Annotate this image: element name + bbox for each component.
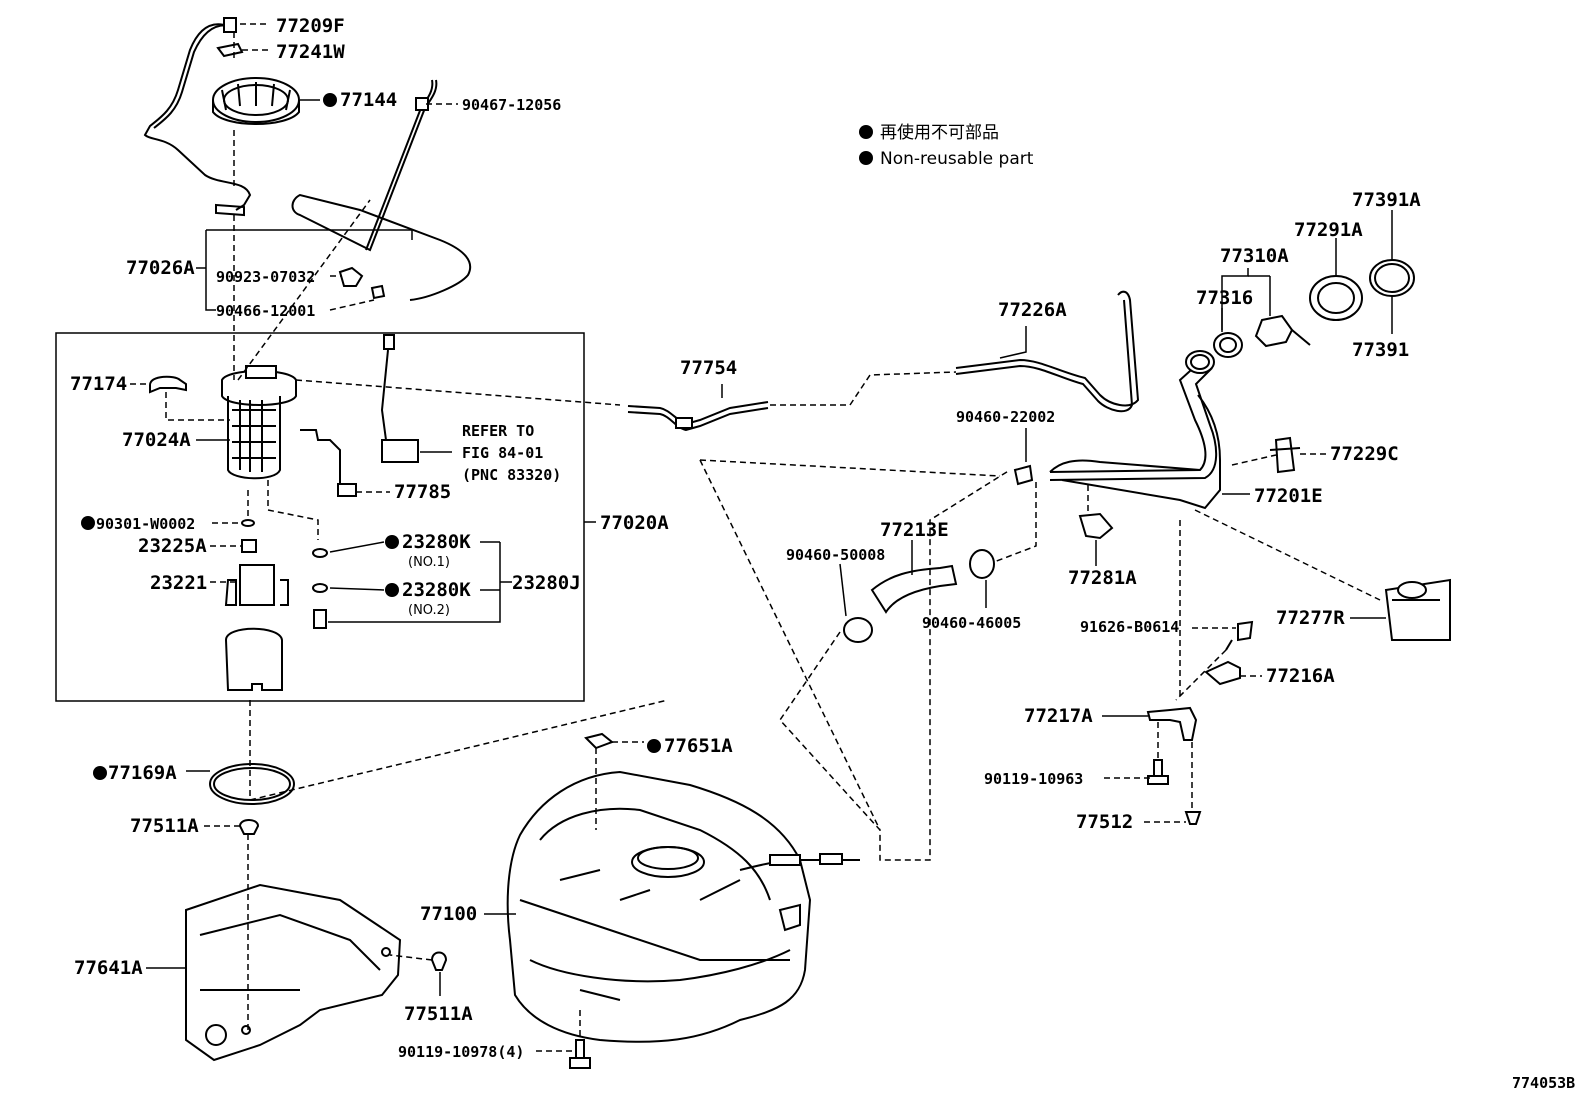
label-77241w: 77241W [276,41,345,63]
filler-pipe-77201e [1013,350,1221,510]
label-77174: 77174 [70,373,127,395]
bracket-77216a [1204,660,1241,686]
non-reusable-dot-icon [81,516,95,530]
legend-en: Non-reusable part [880,149,1034,169]
label-90119-10963: 90119-10963 [984,770,1083,788]
bracket-77217a [1146,706,1198,741]
label-77024a: 77024A [122,429,191,451]
label-90119-10978: 90119-10978(4) [398,1043,524,1061]
bolt-90119-10978 [569,1039,591,1069]
connector-icon [223,17,237,33]
vent-tube [291,79,472,301]
label-refer-2: FIG 84-01 [462,444,543,462]
fuel-tank-77100 [506,770,860,1043]
label-77316: 77316 [1196,287,1253,309]
retainer-ring-77144 [212,77,300,125]
label-90467-12056: 90467-12056 [462,96,561,114]
label-77511a-top: 77511A [130,815,199,837]
label-77201e: 77201E [1254,485,1323,507]
label-91626-b0614: 91626-B0614 [1080,618,1179,636]
label-77216a: 77216A [1266,665,1335,687]
hose-77754 [627,401,769,432]
label-77310a: 77310A [1220,245,1289,267]
non-reusable-dot-icon [647,739,661,753]
gasket-77169a [209,763,295,805]
clip-77651a [584,732,614,750]
label-no1: (NO.1) [408,555,450,570]
hose-77213e [843,549,995,643]
label-23225a: 23225A [138,535,207,557]
grommet-77511a-top [238,819,260,835]
legend-jp: 再使用不可部品 [880,122,999,143]
label-77291a: 77291A [1294,219,1363,241]
label-77217a: 77217A [1024,705,1093,727]
label-77281a: 77281A [1068,567,1137,589]
label-refer-3: (PNC 83320) [462,466,561,484]
part-labels: 77209F 77241W 77144 90467-12056 77026A 9… [70,15,1575,1092]
label-77512: 77512 [1076,811,1133,833]
wiring-refer [380,334,419,463]
grommet-77511a-bot [430,951,448,971]
label-90460-22002: 90460-22002 [956,408,1055,426]
non-reusable-dot-icon [859,125,873,139]
non-reusable-dot-icon [323,93,337,107]
label-90301-w0002: 90301-W0002 [96,515,195,533]
protector-77641a [185,883,402,1062]
label-77169a: 77169A [108,762,177,784]
label-90923-07032: 90923-07032 [216,268,315,286]
label-77026a: 77026A [126,257,195,279]
legend: 再使用不可部品 Non-reusable part [859,122,1034,169]
non-reusable-dot-icon [385,583,399,597]
label-23280j: 23280J [512,572,581,594]
label-77209f: 77209F [276,15,345,37]
label-77785: 77785 [394,481,451,503]
valve-77229c [1269,436,1301,474]
label-no2: (NO.2) [408,603,450,618]
fuel-pump-77024a [221,365,297,480]
label-90460-50008: 90460-50008 [786,546,885,564]
sender-gauge-77785 [300,429,357,497]
label-90466-12001: 90466-12001 [216,302,315,320]
diagram-id: 774053B [1512,1074,1575,1092]
label-77100: 77100 [420,903,477,925]
label-77391a: 77391A [1352,189,1421,211]
label-77391: 77391 [1352,339,1409,361]
fuel-sender-wiring [143,17,252,217]
label-77754: 77754 [680,357,737,379]
label-77229c: 77229C [1330,443,1399,465]
clamp-77174 [149,375,187,394]
non-reusable-dot-icon [859,151,873,165]
label-77213e: 77213E [880,519,949,541]
tube-77226a [955,290,1140,413]
label-23280k-no1: 23280K [402,531,471,553]
label-77226a: 77226A [998,299,1067,321]
bolt-90119-10963 [1147,759,1169,785]
fuel-pump-assembly-box [55,332,585,702]
label-77641a: 77641A [74,957,143,979]
clip-77241w-icon [216,42,244,58]
label-77020a: 77020A [600,512,669,534]
bracket-77026a [205,229,413,311]
label-23280k-no2: 23280K [402,579,471,601]
label-77511a-bot: 77511A [404,1003,473,1025]
label-77651a: 77651A [664,735,733,757]
label-77144: 77144 [340,89,397,111]
clip-77512 [1184,811,1202,825]
fitting-90923-icon [338,266,364,287]
leader-lines [130,23,1393,1052]
label-77277r: 77277R [1276,607,1345,629]
clamp-77281a [1078,512,1114,540]
label-90460-46005: 90460-46005 [922,614,1021,632]
cap-parts [1213,259,1415,358]
bolt-91626 [1225,620,1254,651]
clip-90466-icon [370,284,386,300]
non-reusable-dot-icon [93,766,107,780]
label-refer-1: REFER TO [462,422,534,440]
box-77277r [1384,578,1451,641]
label-23221: 23221 [150,572,207,594]
non-reusable-dot-icon [385,535,399,549]
